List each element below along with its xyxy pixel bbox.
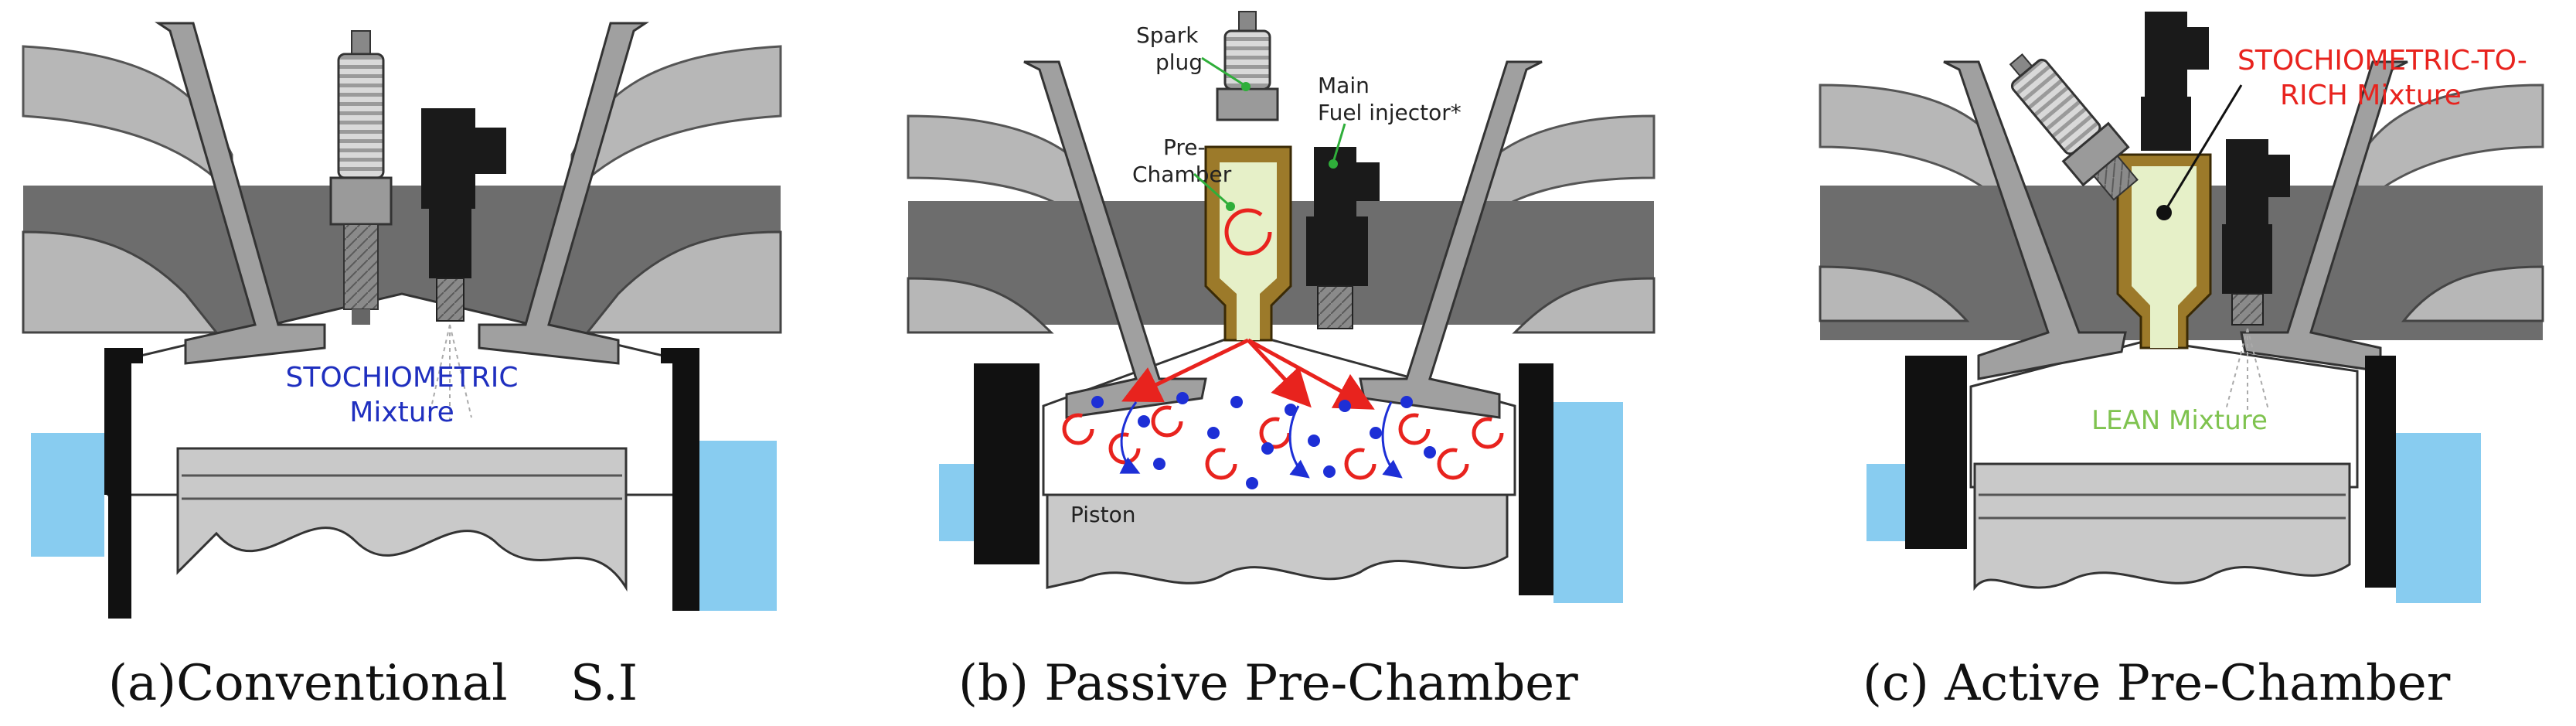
- injector-leader-dot: [1329, 159, 1338, 169]
- pre-chamber-vortex: [1224, 208, 1272, 256]
- caption-b: (b) Passive Pre-Chamber: [958, 655, 1578, 712]
- cylinder-head: [23, 186, 781, 332]
- block-b-right: [1519, 363, 1553, 595]
- intake-valve: [155, 22, 326, 365]
- prechamber-label-1: Pre-: [1163, 135, 1206, 160]
- flow-arrows: [1119, 401, 1403, 479]
- exhaust-valve: [478, 22, 649, 365]
- head-face-right: [584, 230, 782, 334]
- rich-leader: [2163, 84, 2243, 213]
- fuel-spray-c: [2225, 328, 2269, 414]
- block-b-left: [974, 363, 1040, 564]
- spark-plug-label-1: Spark: [1136, 22, 1199, 48]
- mixture-label-a-line2: Mixture: [349, 397, 454, 428]
- panel-passive-prechamber: Piston: [907, 11, 1656, 712]
- fuel-droplets: [1091, 392, 1436, 489]
- piston-label: Piston: [1070, 502, 1136, 527]
- piston-b: [1046, 493, 1509, 589]
- fuel-injector: [421, 108, 506, 322]
- rich-mixture-label-2: RICH Mixture: [2280, 80, 2462, 111]
- active-pre-chamber-cavity: [2132, 166, 2197, 348]
- panel-active-prechamber: STOCHIOMETRIC-TO- RICH Mixture LEAN Mixt…: [1819, 12, 2544, 712]
- coolant-c-right: [2396, 433, 2481, 603]
- rich-mixture-label-1: STOCHIOMETRIC-TO-: [2237, 45, 2527, 77]
- mixture-label-a-line1: STOCHIOMETRIC: [286, 362, 519, 394]
- block-c-right: [2365, 356, 2396, 588]
- fuel-spray: [428, 324, 472, 421]
- block-left: [108, 363, 131, 619]
- angled-spark-plug: [2009, 53, 2139, 201]
- prechamber-leader: [1193, 172, 1230, 206]
- coolant-left: [31, 433, 104, 557]
- coolant-right: [699, 441, 777, 611]
- exhaust-valve-c: [2240, 60, 2408, 373]
- coolant-b-right: [1553, 402, 1623, 603]
- head-face-b-left: [907, 277, 1054, 334]
- head-face-b-right: [1512, 277, 1656, 334]
- injector-label-2: Fuel injector*: [1318, 100, 1462, 125]
- pre-chamber-injector: [2141, 12, 2209, 151]
- prechamber-leader-dot: [1226, 202, 1235, 211]
- lean-mixture-label: LEAN Mixture: [2091, 405, 2268, 436]
- exhaust-valve-b: [1359, 60, 1543, 419]
- panel-conventional-si: STOCHIOMETRIC Mixture (a)Conventional S.…: [22, 22, 782, 712]
- head-face-c-right: [2401, 265, 2544, 322]
- head-face-c-left: [1819, 265, 1970, 322]
- main-fuel-injector-c: [2222, 139, 2290, 326]
- spark-plug-b: [1216, 11, 1279, 121]
- piston: [176, 447, 628, 592]
- caption-c: (c) Active Pre-Chamber: [1863, 655, 2451, 712]
- block-c-left: [1905, 356, 1967, 549]
- injector-leader: [1332, 123, 1346, 163]
- block-right: [672, 348, 699, 611]
- intake-valve-c: [1943, 60, 2127, 380]
- spark-plug: [329, 30, 393, 325]
- caption-a: (a)Conventional S.I: [108, 655, 638, 712]
- spark-leader: [1201, 56, 1245, 87]
- piston-c: [1973, 462, 2351, 591]
- head-face: [22, 230, 219, 334]
- flame-jets: [1121, 338, 1375, 410]
- prechamber-label-2: Chamber: [1132, 162, 1232, 187]
- spark-plug-label-2: plug: [1155, 49, 1203, 75]
- spark-leader-dot: [1241, 82, 1251, 91]
- injector-label-1: Main: [1318, 73, 1370, 98]
- intake-valve-b: [1023, 60, 1207, 419]
